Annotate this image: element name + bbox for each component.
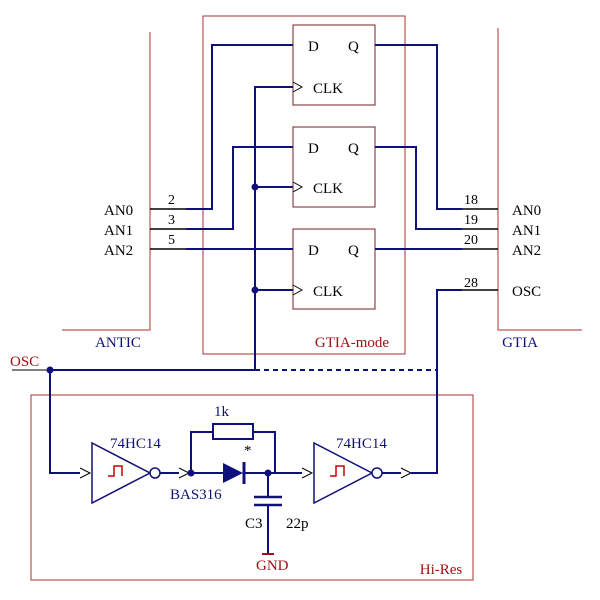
hires-label: Hi-Res <box>420 562 463 578</box>
flipflop-2 <box>292 126 376 208</box>
antic-pin-5-number: 5 <box>168 233 175 248</box>
clock-junction-ff2 <box>251 183 259 191</box>
buffer1-inversion-bubble <box>149 467 161 479</box>
antic-label: ANTIC <box>95 335 141 351</box>
antic-chip-outline <box>62 32 151 331</box>
an1-q-wire <box>375 146 462 230</box>
gtia-pin-20-number: 20 <box>464 233 478 248</box>
osc-to-buffer1-wire <box>49 370 80 474</box>
gtia-chip-outline <box>497 28 582 331</box>
antic-pin-2-number: 2 <box>168 193 175 208</box>
flipflop-2-clock-marker <box>292 181 304 193</box>
resistor-right-wire <box>253 431 276 473</box>
buffer1-label: 74HC14 <box>110 436 161 452</box>
flipflop-3-q-label: Q <box>348 243 359 259</box>
buffer2-inversion-bubble <box>371 467 383 479</box>
buffer1-triangle <box>91 441 152 505</box>
an0-d-wire <box>186 44 293 210</box>
resistor-label: 1k <box>214 404 230 420</box>
gtia-pin-19-number: 19 <box>464 213 478 228</box>
flipflop-1-q-label: Q <box>348 39 359 55</box>
diode-label: BAS316 <box>170 487 222 503</box>
clock-bus-wire <box>254 86 293 370</box>
flipflop-3-d-label: D <box>308 243 319 259</box>
gtia-an2-label: AN2 <box>512 243 541 259</box>
gtia-osc-label: OSC <box>512 284 541 300</box>
flipflop-1-d-label: D <box>308 39 319 55</box>
an1-d-wire <box>186 146 293 230</box>
buffer2-triangle <box>313 441 374 505</box>
buffer1-input-marker <box>79 467 92 479</box>
gtia-an0-label: AN0 <box>512 203 541 219</box>
buffer2-schmitt-symbol <box>330 465 345 477</box>
gtia-mode-label: GTIA-mode <box>315 335 389 351</box>
gtia-an1-label: AN1 <box>512 223 541 239</box>
flipflop-1 <box>292 24 376 106</box>
antic-an2-label: AN2 <box>104 243 133 259</box>
flipflop-3-clk-label: CLK <box>313 284 343 300</box>
flipflop-3-clock-marker <box>292 284 304 296</box>
capacitor-value-label: 22p <box>286 516 309 532</box>
hires-frame <box>30 394 474 581</box>
buffer1-schmitt-symbol <box>108 465 123 477</box>
antic-pin-3-number: 3 <box>168 213 175 228</box>
flipflop-1-clock-marker <box>292 81 304 93</box>
an0-q-wire <box>375 44 462 210</box>
diode-mark: * <box>244 443 252 459</box>
gtia-mode-frame <box>202 15 406 355</box>
hires-osc-output-wire <box>411 289 462 474</box>
flipflop-1-clk-label: CLK <box>313 81 343 97</box>
buffer2-label: 74HC14 <box>336 436 387 452</box>
buffer2-input-marker <box>301 467 314 479</box>
resistor-body <box>212 423 254 440</box>
flipflop-3 <box>292 228 376 310</box>
diode-triangle <box>223 463 243 483</box>
capacitor-ref-label: C3 <box>245 516 263 532</box>
resistor-left-wire <box>190 431 213 473</box>
flipflop-2-d-label: D <box>308 141 319 157</box>
gtia-pin-28-number: 28 <box>464 276 478 291</box>
buffer2-output-marker <box>400 467 413 479</box>
osc-input-label: OSC <box>10 354 39 370</box>
gtia-pin-18-number: 18 <box>464 193 478 208</box>
clock-junction-ff3 <box>251 286 259 294</box>
ground-label: GND <box>256 558 289 574</box>
gtia-label: GTIA <box>502 335 538 351</box>
antic-an0-label: AN0 <box>104 203 133 219</box>
flipflop-2-clk-label: CLK <box>313 181 343 197</box>
flipflop-2-q-label: Q <box>348 141 359 157</box>
antic-an1-label: AN1 <box>104 223 133 239</box>
